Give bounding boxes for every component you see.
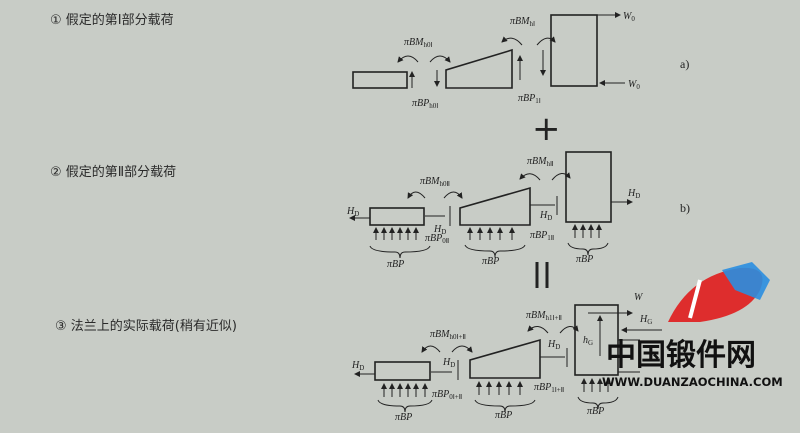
label-b-hd-right: HD	[627, 188, 640, 200]
label-c-bp-2: πBP	[495, 410, 512, 421]
label-a-w-top: W0	[623, 11, 635, 23]
label-a-bp-hub: πBPh0Ⅰ	[412, 98, 438, 110]
label-b-bp-2: πBP	[482, 256, 499, 267]
label-b-hd-mid: HD	[433, 224, 446, 236]
label-c-hd-ring: HD	[547, 339, 560, 351]
label-b-bp-3: πBP	[576, 254, 593, 265]
label-c-w: W	[634, 292, 644, 303]
watermark-logo	[668, 262, 770, 322]
label-c-hg-dim: hG	[583, 335, 593, 347]
label-c-bp-3: πBP	[587, 406, 604, 417]
label-b-bm-hub: πBMh0Ⅱ	[420, 176, 450, 188]
label-a-bm-ring: πBMhⅠ	[510, 16, 535, 28]
watermark-url: WWW.DUANZAOCHINA.COM	[602, 375, 783, 389]
label-c-bp-hub: πBP0Ⅰ+Ⅱ	[432, 389, 462, 401]
shell-part	[352, 71, 408, 89]
section-1-title: ① 假定的第Ⅰ部分载荷	[50, 12, 174, 28]
label-a-bp-ring: πBP1Ⅰ	[518, 93, 541, 105]
label-b-bm-ring: πBMhⅡ	[527, 156, 553, 168]
diagram-a	[352, 12, 625, 89]
pressure-arrows-b	[373, 224, 602, 240]
plus-sign: +	[532, 109, 561, 149]
label-c-bp-1: πBP	[395, 412, 412, 423]
label-a-bm-hub: πBMh0Ⅰ	[404, 37, 433, 49]
equals-sign	[535, 262, 549, 288]
diagram-b	[349, 151, 633, 259]
hub-part	[445, 48, 513, 89]
tag-a: a)	[680, 57, 689, 71]
tag-b: b)	[680, 201, 690, 215]
label-c-hd-mid: HD	[442, 357, 455, 369]
pressure-arrows-c	[381, 378, 611, 397]
diagram-c	[354, 304, 662, 413]
ring-part	[550, 14, 598, 87]
section-3-title: ③ 法兰上的实际载荷(稍有近似)	[55, 318, 237, 334]
label-b-bp-ring: πBP1Ⅱ	[530, 230, 554, 242]
label-c-bm-hub: πBMh0Ⅰ+Ⅱ	[430, 329, 466, 341]
label-c-hd-left: HD	[351, 360, 364, 372]
label-c-hg: HG	[639, 314, 652, 326]
label-b-bp-hub: πBP0Ⅱ	[425, 233, 449, 245]
label-a-w-bottom: W0	[628, 79, 640, 91]
label-c-bm-ring: πBMh1Ⅰ+Ⅱ	[526, 310, 562, 322]
label-c-bp-ring: πBP1Ⅰ+Ⅱ	[534, 382, 564, 394]
label-b-bp-1: πBP	[387, 259, 404, 270]
section-2-title: ② 假定的第Ⅱ部分载荷	[50, 164, 176, 180]
label-b-hd-left: HD	[346, 206, 359, 218]
label-b-hd-ring: HD	[539, 210, 552, 222]
watermark-name: 中国锻件网	[606, 338, 756, 373]
